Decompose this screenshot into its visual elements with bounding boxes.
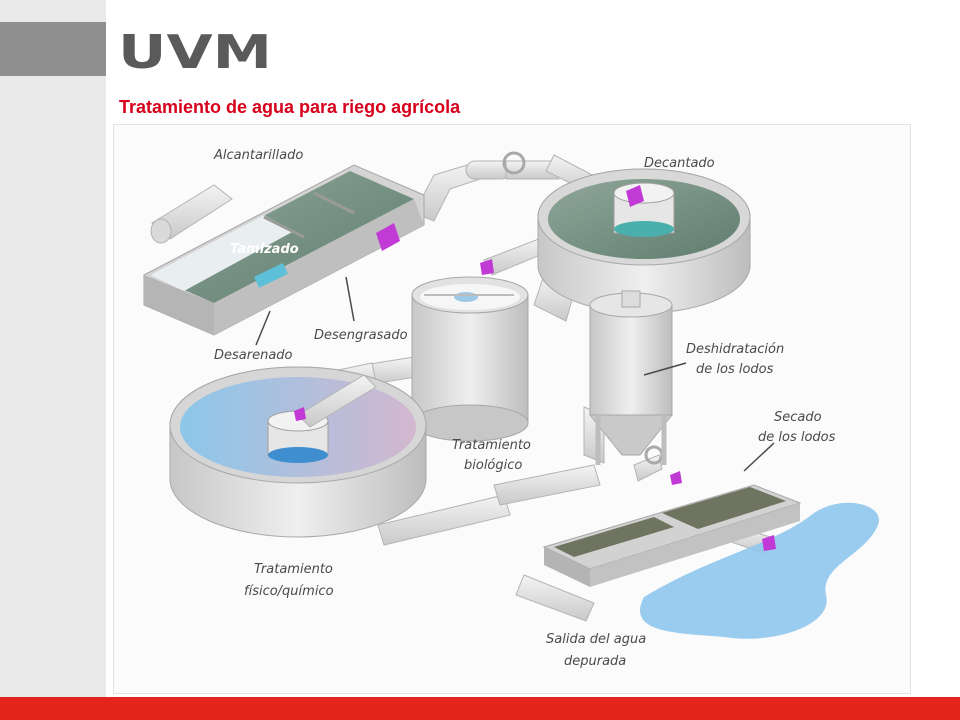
- uvm-logo: UVM: [118, 28, 272, 72]
- flow-arrow: [376, 223, 400, 251]
- pretreatment-channel: [143, 164, 425, 336]
- flow-arrow: [480, 259, 494, 275]
- secado-beds: [542, 484, 802, 587]
- flow-arrow: [762, 535, 776, 551]
- label-biologico-line2: biológico: [464, 458, 522, 473]
- left-sidebar: [0, 0, 106, 720]
- label-secado-line2: de los lodos: [758, 430, 836, 445]
- svg-text:UVM: UVM: [118, 28, 272, 72]
- label-deshidratacion-line1: Deshidratación: [686, 342, 784, 357]
- flow-arrows: [294, 185, 776, 551]
- diagram-labels: Alcantarillado Tamizado Desarenado Desen…: [213, 148, 836, 669]
- bottom-bar: [0, 697, 960, 720]
- label-deshidratacion-line2: de los lodos: [696, 362, 774, 377]
- biologico-tank: [411, 276, 529, 442]
- water-treatment-diagram: Alcantarillado Tamizado Desarenado Desen…: [113, 124, 911, 694]
- fisico-quimico-tank: [169, 366, 427, 538]
- label-secado-line1: Secado: [774, 410, 822, 425]
- decantado-tank: [537, 168, 751, 314]
- outlet-water: [640, 502, 879, 639]
- label-fisico-line2: físico/químico: [244, 584, 334, 599]
- leader-lines: [255, 276, 775, 472]
- sidebar-tab: [0, 22, 106, 76]
- label-salida-line1: Salida del agua: [546, 632, 646, 647]
- label-tamizado: Tamizado: [230, 242, 299, 257]
- label-desengrasado: Desengrasado: [314, 328, 408, 343]
- label-salida-line2: depurada: [564, 654, 626, 669]
- label-fisico-line1: Tratamiento: [254, 562, 333, 577]
- flow-arrow: [626, 185, 644, 207]
- flow-arrow: [294, 407, 306, 421]
- diagram-illustration: Alcantarillado Tamizado Desarenado Desen…: [143, 148, 879, 669]
- slide-title: Tratamiento de agua para riego agrícola: [119, 97, 461, 117]
- label-desarenado: Desarenado: [214, 348, 293, 363]
- label-decantado: Decantado: [644, 156, 715, 171]
- deshidratacion-silo: [588, 290, 674, 465]
- label-biologico-line1: Tratamiento: [452, 438, 531, 453]
- flow-arrow: [670, 471, 682, 485]
- label-alcantarillado: Alcantarillado: [213, 148, 303, 163]
